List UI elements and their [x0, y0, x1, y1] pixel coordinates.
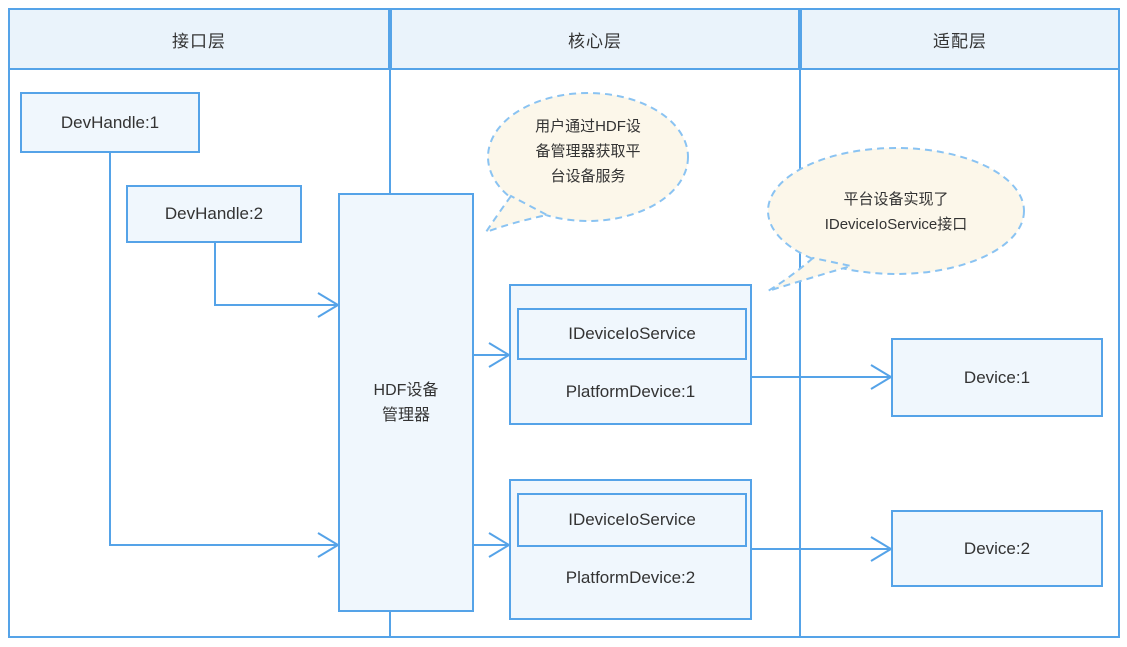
- device-1-label: Device:1: [963, 367, 1031, 387]
- hdf-device-manager-box: HDF设备 管理器: [338, 193, 474, 612]
- platform-device-2-interface-label: IDeviceIoService: [568, 510, 696, 529]
- platform-device-1-interface-label: IDeviceIoService: [568, 324, 696, 343]
- layer-header-adapter-label: 适配层: [933, 31, 987, 51]
- dev-handle-2-label: DevHandle:2: [164, 204, 264, 223]
- dev-handle-1-box: DevHandle:1: [20, 92, 200, 153]
- device-2-box: Device:2: [891, 510, 1103, 587]
- callout-service-note-text: 平台设备实现了 IDeviceIoService接口: [824, 191, 968, 233]
- layer-header-interface: 接口层: [8, 8, 390, 70]
- platform-device-2-label: PlatformDevice:2: [565, 568, 696, 587]
- layer-header-adapter: 适配层: [800, 8, 1120, 70]
- callout-manager-note-text: 用户通过HDF设 备管理器获取平 台设备服务: [535, 118, 641, 185]
- dev-handle-2-box: DevHandle:2: [126, 185, 302, 243]
- platform-device-1-label: PlatformDevice:1: [565, 382, 696, 401]
- layer-header-core-label: 核心层: [568, 31, 622, 51]
- column-divider-core-adapter: [799, 70, 801, 638]
- layer-header-core: 核心层: [390, 8, 800, 70]
- platform-device-2-interface-box: IDeviceIoService: [517, 493, 747, 547]
- device-2-label: Device:2: [963, 538, 1031, 558]
- layer-header-interface-label: 接口层: [172, 31, 226, 51]
- dev-handle-1-label: DevHandle:1: [60, 112, 160, 132]
- platform-device-1-interface-box: IDeviceIoService: [517, 308, 747, 360]
- device-1-box: Device:1: [891, 338, 1103, 417]
